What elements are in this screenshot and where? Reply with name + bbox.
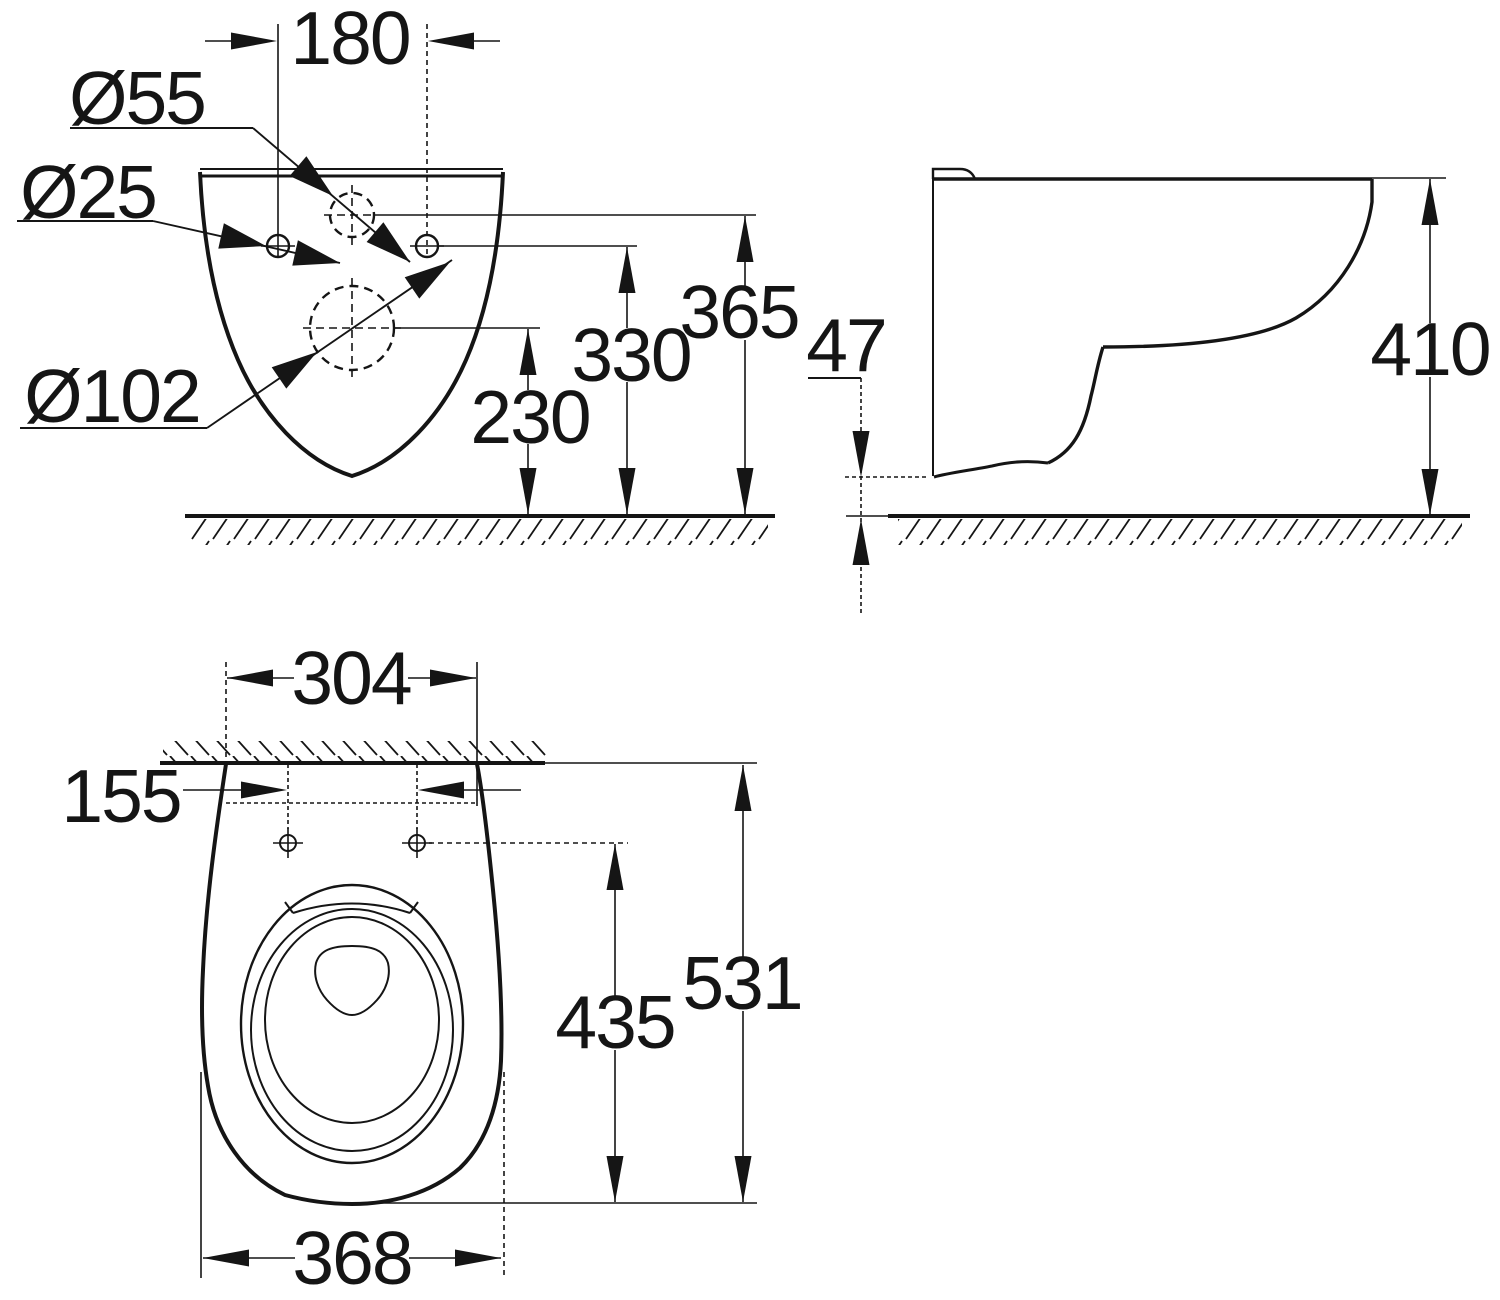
seat-hole-left-cross: [273, 828, 303, 858]
bg-365: [683, 286, 797, 340]
arrow-368-right: [455, 1249, 501, 1267]
seat-inner-ring: [250, 908, 454, 1152]
dia-55-label: Ø55: [69, 56, 205, 140]
arrow-47-down: [852, 431, 870, 477]
arrow-25-a: [218, 223, 266, 249]
leader-102-line: [206, 259, 453, 429]
arrow-531-top: [734, 765, 752, 811]
dim-365-label: 365: [679, 270, 798, 354]
side-rim-lip: [931, 167, 977, 180]
dim-230-label: 230: [470, 375, 589, 459]
dim-180-label: 180: [290, 0, 409, 80]
arrow-47-up: [852, 519, 870, 565]
arrow-55-a: [289, 156, 333, 196]
arrow-180-right: [428, 32, 474, 50]
arrow-435-top: [606, 844, 624, 890]
seat-hole-right-cross: [402, 828, 432, 858]
wall-hatch: [163, 741, 547, 761]
arrow-155-left: [241, 781, 287, 799]
water-surface-outline: [314, 944, 390, 1017]
arrow-55-b: [366, 222, 410, 262]
side-trap-curve: [1047, 346, 1105, 465]
dim-410-label: 410: [1370, 307, 1489, 391]
arrow-155-right: [418, 781, 464, 799]
dim-330-label: 330: [571, 313, 690, 397]
seat-outer-ring: [239, 883, 465, 1165]
arrow-330-bottom: [618, 468, 636, 514]
bg-531: [685, 957, 799, 1011]
dia-25-label: Ø25: [20, 150, 156, 234]
arrow-25-b: [292, 240, 340, 266]
bowl-inner-edge: [264, 916, 440, 1124]
side-bottom-edge: [933, 460, 1049, 479]
bg-410: [1373, 323, 1487, 377]
arrow-365-top: [736, 216, 754, 262]
bg-304: [294, 652, 408, 706]
seat-top-chord: [292, 902, 411, 914]
arrow-435-bottom: [606, 1156, 624, 1202]
dim-304-label: 304: [291, 636, 410, 720]
arrow-102-b: [404, 262, 450, 299]
arrow-365-bottom: [736, 468, 754, 514]
dim-47-label: 47: [806, 303, 885, 387]
arrow-102-a: [271, 352, 317, 389]
arrow-410-bottom: [1421, 469, 1439, 515]
front-view: 180 Ø55 Ø25 Ø102 365 330 230: [17, 0, 801, 545]
bg-230: [473, 390, 587, 444]
dia-102-label: Ø102: [24, 354, 199, 438]
dim-435-label: 435: [555, 980, 674, 1064]
seat-hinge-notches: [284, 901, 419, 914]
top-view: 304 155 435 531 368: [61, 636, 803, 1300]
bg-330: [574, 328, 688, 382]
side-view: 47 410: [806, 167, 1492, 613]
dim-368-label: 368: [292, 1216, 411, 1300]
front-floor-hatch: [190, 519, 768, 545]
front-bowl-outline: [198, 171, 505, 479]
side-front-curve: [1102, 179, 1374, 349]
side-floor-hatch: [898, 519, 1462, 545]
arrow-304-left: [227, 669, 273, 687]
arrow-368-left: [203, 1249, 249, 1267]
dim-531-label: 531: [682, 941, 801, 1025]
arrow-410-top: [1421, 179, 1439, 225]
arrow-330-top: [618, 247, 636, 293]
arrow-230-top: [519, 329, 537, 375]
arrow-230-bottom: [519, 468, 537, 514]
top-pan-outline: [200, 763, 504, 1207]
bg-435: [558, 996, 672, 1050]
arrow-531-bottom: [734, 1156, 752, 1202]
bg-368: [295, 1233, 409, 1287]
dim-155-label: 155: [61, 754, 180, 838]
arrow-304-right: [430, 669, 476, 687]
arrow-180-left: [231, 32, 277, 50]
